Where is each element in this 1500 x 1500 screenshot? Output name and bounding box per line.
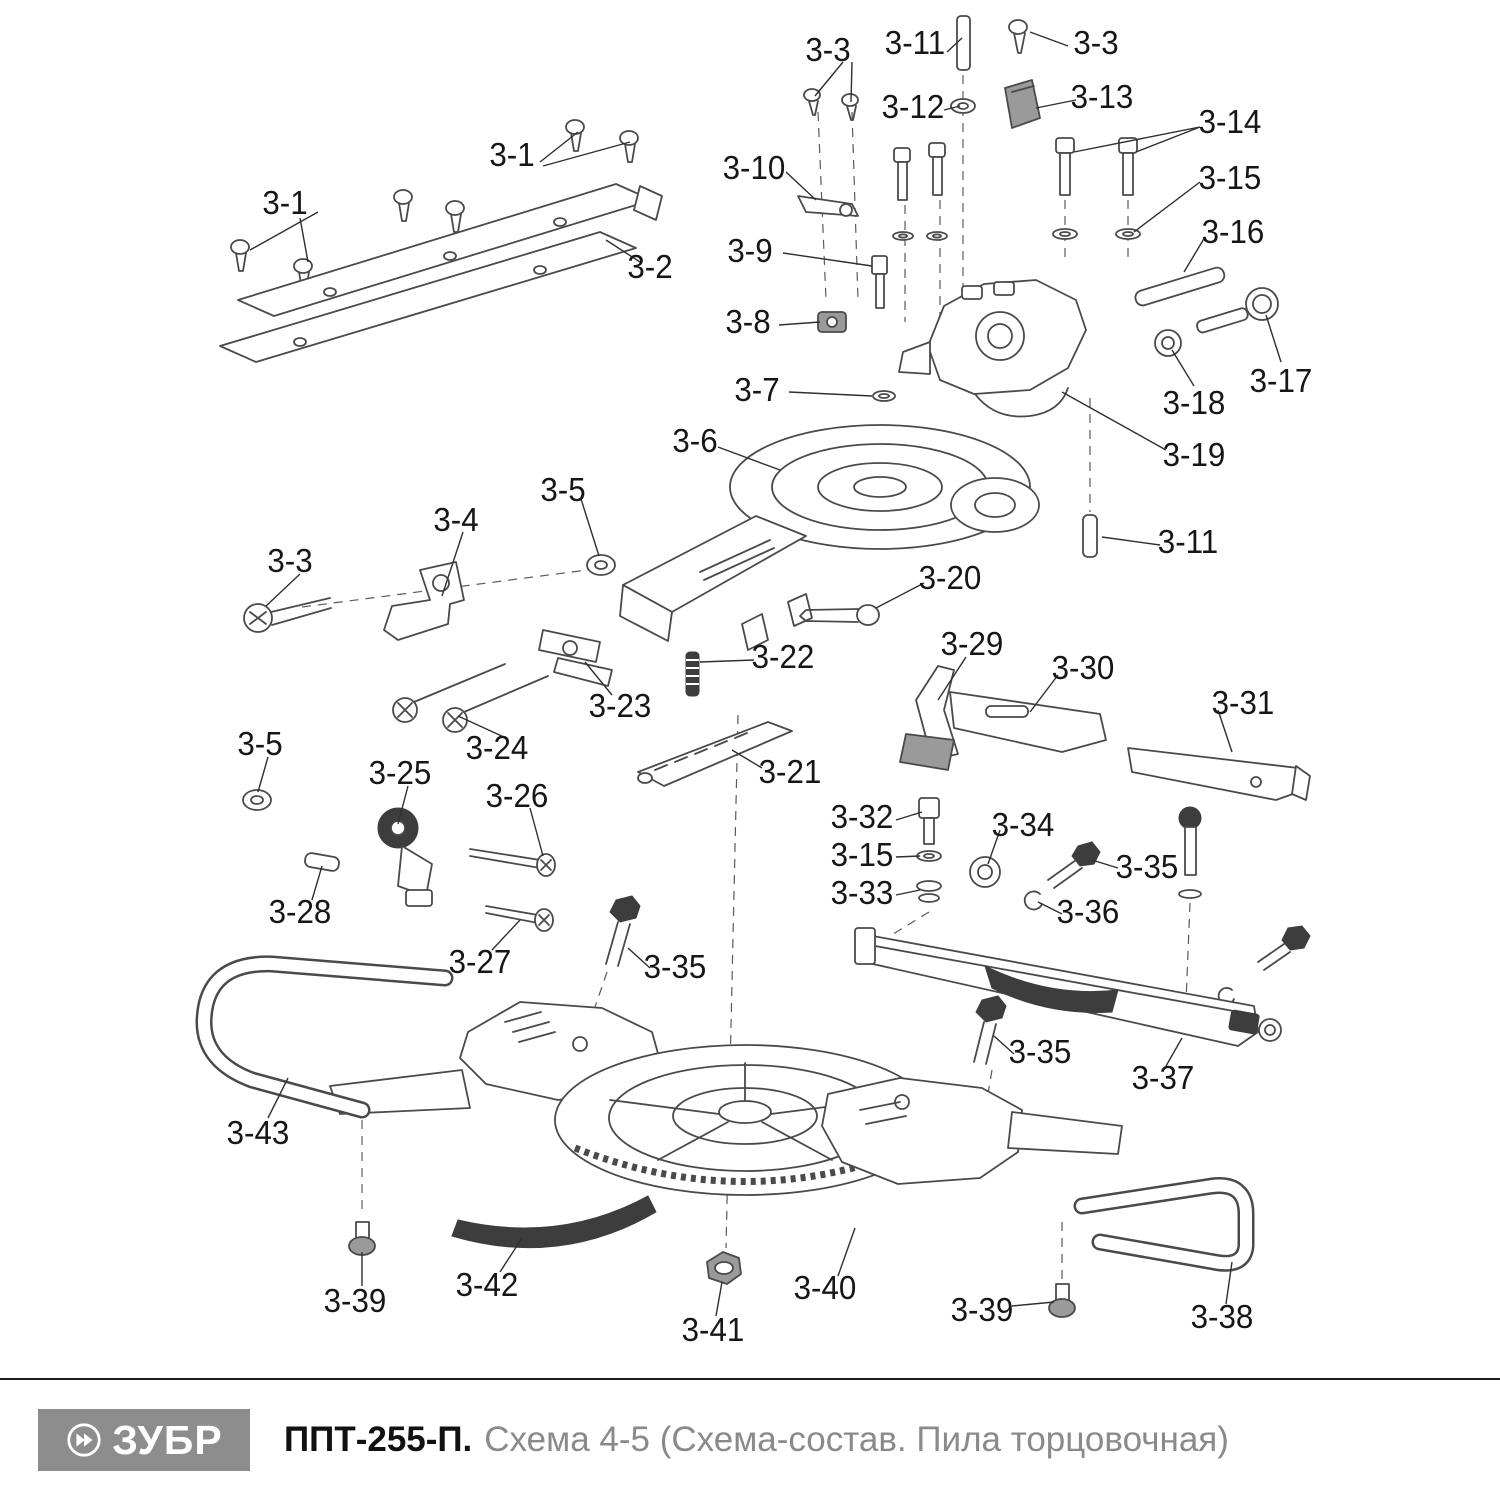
- zubr-logo: ЗУБР: [38, 1409, 250, 1471]
- model-label: ППТ-255-П.: [284, 1420, 473, 1459]
- schema-subtitle: Схема 4-5 (Схема-состав. Пила торцовочна…: [484, 1420, 1229, 1459]
- zubr-emblem-icon: [67, 1423, 101, 1457]
- footer: ЗУБР ППТ-255-П. Схема 4-5 (Схема-состав.…: [0, 1378, 1500, 1500]
- brand-name: ЗУБР: [112, 1416, 223, 1463]
- schema-title: ППТ-255-П. Схема 4-5 (Схема-состав. Пила…: [284, 1420, 1229, 1460]
